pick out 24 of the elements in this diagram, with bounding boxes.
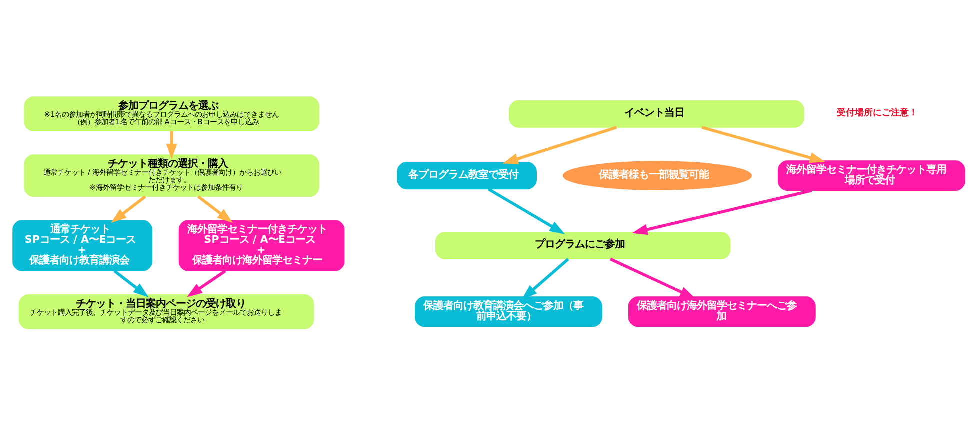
- arrow: [502, 126, 617, 164]
- node-ellipse: 保護者様も一部観覧可能: [562, 161, 752, 190]
- node-box: 保護者向け教育講演会へご参加（事前申込不要）: [414, 296, 602, 328]
- node-box: プログラムにご参加: [434, 232, 730, 260]
- node-box: 各プログラム教室で受付: [396, 162, 536, 190]
- arrow: [487, 188, 565, 235]
- node-box: 参加プログラムを選ぶ ※1名の参加者が同時間帯で異なるプログラムへのお申し込みはできません （例）参加者1名で午前の部 Aコース・Bコースを申し込み: [24, 96, 319, 132]
- arrow: [701, 126, 825, 164]
- node-box: 海外留学セミナー付きチケット専用場所で受付: [777, 160, 965, 192]
- node-box: イベント当日: [508, 100, 804, 128]
- arrow: [609, 258, 696, 299]
- arrow: [186, 270, 226, 298]
- node-box: 海外留学セミナー付きチケット SPコース / A〜Eコース + 保護者向け海外留学セミナー: [178, 220, 344, 272]
- node-box: チケット・当日案内ページの受け取り チケット購入完了後、チケットデータ及び当日案内ページをメールでお送りしますので必ずご確認ください: [18, 294, 314, 330]
- arrow: [110, 196, 146, 224]
- arrow: [166, 131, 177, 160]
- node-box: 保護者向け海外留学セミナーへご参加: [628, 296, 816, 328]
- arrow: [196, 196, 232, 224]
- arrow: [632, 189, 812, 236]
- arrow: [521, 258, 569, 300]
- node-box: チケット種類の選択・購入 通常チケット / 海外留学セミナー付きチケット（保護者向け）からお選びいただけます。 ※海外留学セミナー付きチケットは参加条件有り: [24, 154, 319, 198]
- label: 受付場所にご注意！: [836, 108, 918, 119]
- node-box: 通常チケット SPコース / A〜Eコース + 保護者向け教育講演会: [12, 220, 152, 272]
- arrow: [113, 270, 148, 298]
